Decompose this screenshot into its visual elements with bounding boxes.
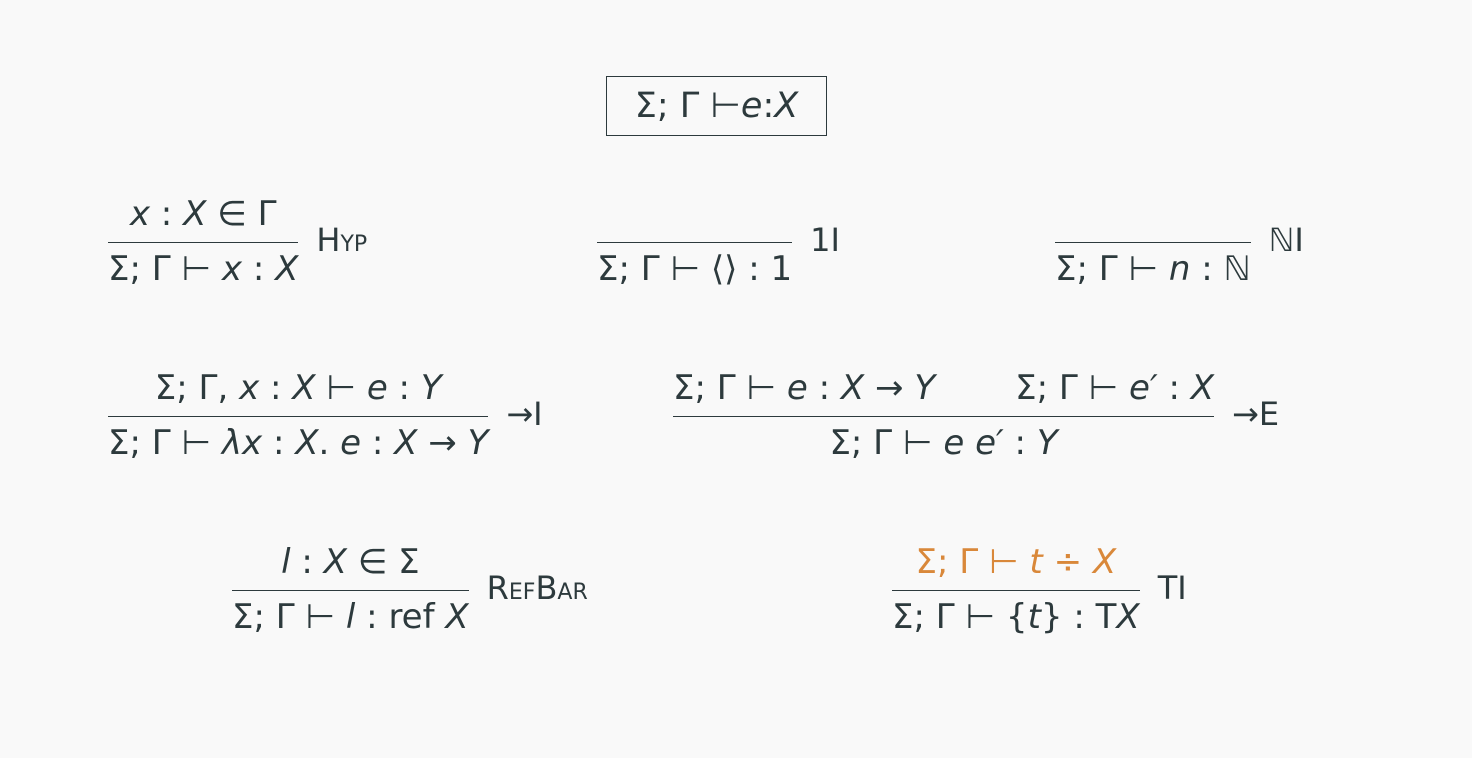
hyp-conclusion: Σ; Γ ⊢ x : X [108,249,299,289]
rule-arrow-intro: Σ; Γ, x : X ⊢ e : Y Σ; Γ ⊢ λx : X. e : X… [108,366,543,465]
hyp-fraction: x : X ∈ Γ Σ; Γ ⊢ x : X [108,192,299,291]
arrow-elim-fraction: Σ; Γ ⊢ e : X → Y Σ; Γ ⊢ e′ : X Σ; Γ ⊢ e … [673,366,1215,465]
arrow-elim-conclusion: Σ; Γ ⊢ e e′ : Y [829,423,1058,463]
t-intro-fraction: Σ; Γ ⊢ t ÷ X Σ; Γ ⊢ {t} : TX [892,540,1140,639]
t-intro-premise: Σ; Γ ⊢ t ÷ X [915,542,1117,582]
t-intro-conclusion: Σ; Γ ⊢ {t} : TX [892,597,1140,637]
unit-conclusion: Σ; Γ ⊢ ⟨⟩ : 1 [597,249,793,289]
judgment-box: Σ; Γ ⊢ e : X [606,76,827,136]
judgment-prefix: Σ; Γ ⊢ [634,86,741,126]
arrow-elim-premise-2: Σ; Γ ⊢ e′ : X [1015,368,1215,408]
t-intro-rule-name: TI [1157,568,1187,607]
nat-fraction: Σ; Γ ⊢ n : ℕ [1055,192,1251,291]
arrow-elim-rule-name: →E [1232,394,1280,433]
hyp-inference-line [108,242,299,243]
rule-unit-intro: Σ; Γ ⊢ ⟨⟩ : 1 1I [597,192,840,291]
rule-nat-intro: Σ; Γ ⊢ n : ℕ ℕI [1055,192,1304,291]
arrow-intro-fraction: Σ; Γ, x : X ⊢ e : Y Σ; Γ ⊢ λx : X. e : X… [108,366,489,465]
rule-arrow-elim: Σ; Γ ⊢ e : X → Y Σ; Γ ⊢ e′ : X Σ; Γ ⊢ e … [673,366,1279,465]
arrow-elim-premise-1: Σ; Γ ⊢ e : X → Y [673,368,936,408]
unit-inference-line [597,242,793,243]
premise-spacer [935,366,1015,410]
nat-inference-line [1055,242,1251,243]
refbar-fraction: l : X ∈ Σ Σ; Γ ⊢ l : ref X [232,540,469,639]
nat-premise [1055,192,1251,236]
judgment-colon: : [762,86,775,126]
refbar-conclusion: Σ; Γ ⊢ l : ref X [232,597,469,637]
unit-premise [597,192,792,236]
rule-hyp: x : X ∈ Γ Σ; Γ ⊢ x : X Hyp [108,192,367,291]
refbar-rule-name: RefBar [486,568,588,607]
judgment-e: e [740,86,763,126]
unit-fraction: Σ; Γ ⊢ ⟨⟩ : 1 [597,192,793,291]
hyp-rule-name: Hyp [316,220,368,259]
arrow-intro-conclusion: Σ; Γ ⊢ λx : X. e : X → Y [108,423,489,463]
nat-rule-name: ℕI [1268,220,1304,259]
arrow-intro-rule-name: →I [506,394,543,433]
unit-rule-name: 1I [810,220,840,259]
arrow-elim-premises: Σ; Γ ⊢ e : X → Y Σ; Γ ⊢ e′ : X [673,366,1214,410]
arrow-intro-premise: Σ; Γ, x : X ⊢ e : Y [154,368,442,408]
rule-refbar: l : X ∈ Σ Σ; Γ ⊢ l : ref X RefBar [232,540,588,639]
rule-t-intro: Σ; Γ ⊢ t ÷ X Σ; Γ ⊢ {t} : TX TI [892,540,1187,639]
refbar-inference-line [232,590,469,591]
arrow-intro-inference-line [108,416,489,417]
t-intro-inference-line [892,590,1140,591]
nat-conclusion: Σ; Γ ⊢ n : ℕ [1055,249,1251,289]
refbar-premise: l : X ∈ Σ [281,542,420,582]
judgment-type: X [774,86,799,126]
hyp-premise: x : X ∈ Γ [129,194,277,234]
arrow-elim-inference-line [673,416,1215,417]
